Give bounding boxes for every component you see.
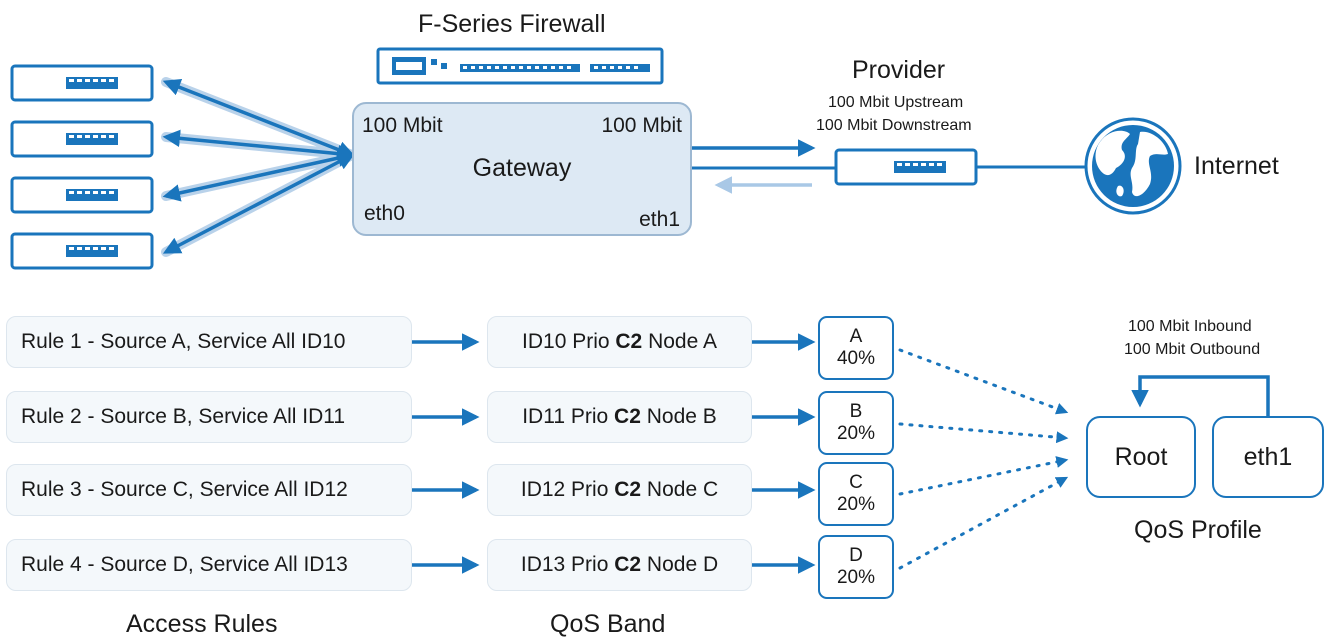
gateway-box: 100 Mbit 100 Mbit Gateway eth0 eth1 [352, 102, 692, 236]
node-share: 40% [836, 348, 876, 369]
qos-band-caption: QoS Band [550, 610, 666, 638]
qos-profile-inbound: 100 Mbit Inbound [1128, 318, 1252, 335]
access-rule-label: Rule 2 - Source B, Service All ID11 [21, 405, 346, 428]
node-to-root-dotted-arrows [898, 348, 1069, 570]
qos-eth1-label: eth1 [1243, 442, 1293, 471]
gateway-left-speed: 100 Mbit [362, 114, 443, 137]
access-rule-1[interactable]: Rule 1 - Source A, Service All ID10 [6, 316, 412, 368]
qos-band-1[interactable]: ID10 Prio C2 Node A [487, 316, 752, 368]
gateway-label: Gateway [472, 154, 572, 182]
qos-root-box[interactable]: Root [1086, 416, 1196, 498]
qos-band-suffix: Node B [640, 405, 717, 428]
gateway-right-speed: 100 Mbit [601, 114, 682, 137]
client-device-1 [10, 64, 154, 102]
band-to-node-arrows [752, 333, 816, 574]
access-rule-label: Rule 1 - Source A, Service All ID10 [21, 330, 346, 353]
qos-band-prefix: ID10 Prio [522, 330, 616, 353]
provider-downstream: 100 Mbit Downstream [816, 117, 972, 134]
node-share: 20% [836, 494, 876, 515]
qos-band-prefix: ID12 Prio [520, 478, 615, 501]
qos-band-priority: C2 [614, 405, 641, 428]
internet-label: Internet [1194, 152, 1279, 180]
provider-upstream: 100 Mbit Upstream [828, 94, 964, 111]
node-letter: D [849, 545, 863, 566]
qos-band-priority: C2 [615, 330, 643, 353]
qos-band-suffix: Node A [642, 330, 717, 353]
eth1-root-connector [1131, 375, 1270, 416]
qos-band-priority: C2 [614, 553, 642, 576]
client-links [161, 77, 357, 257]
qos-eth1-box[interactable]: eth1 [1212, 416, 1324, 498]
qos-band-suffix: Node C [641, 478, 719, 501]
rule-to-band-arrows [412, 333, 480, 574]
qos-band-4[interactable]: ID13 Prio C2 Node D [487, 539, 752, 591]
qos-band-prefix: ID13 Prio [520, 553, 615, 576]
qos-root-label: Root [1114, 442, 1168, 471]
node-d[interactable]: D 20% [818, 535, 894, 599]
access-rule-2[interactable]: Rule 2 - Source B, Service All ID11 [6, 391, 412, 443]
qos-band-3[interactable]: ID12 Prio C2 Node C [487, 464, 752, 516]
node-share: 20% [836, 567, 876, 588]
qos-band-prefix: ID11 Prio [522, 405, 615, 428]
node-a[interactable]: A 40% [818, 316, 894, 380]
firewall-appliance-icon [376, 47, 664, 85]
qos-band-suffix: Node D [641, 553, 719, 576]
node-letter: C [849, 472, 863, 493]
firewall-title: F-Series Firewall [418, 10, 606, 38]
client-device-3 [10, 176, 154, 214]
provider-title: Provider [852, 56, 946, 84]
node-c[interactable]: C 20% [818, 462, 894, 526]
globe-icon [1084, 117, 1182, 215]
access-rule-3[interactable]: Rule 3 - Source C, Service All ID12 [6, 464, 412, 516]
provider-device-icon [834, 148, 978, 186]
node-b[interactable]: B 20% [818, 391, 894, 455]
client-device-4 [10, 232, 154, 270]
node-letter: A [849, 326, 863, 347]
qos-profile-outbound: 100 Mbit Outbound [1124, 341, 1261, 358]
client-device-2 [10, 120, 154, 158]
qos-band-priority: C2 [614, 478, 642, 501]
gateway-eth0-label: eth0 [364, 202, 405, 225]
node-letter: B [849, 401, 863, 422]
access-rule-label: Rule 3 - Source C, Service All ID12 [21, 478, 348, 501]
node-share: 20% [836, 423, 876, 444]
access-rules-caption: Access Rules [126, 610, 278, 638]
qos-profile-caption: QoS Profile [1134, 516, 1262, 544]
qos-band-2[interactable]: ID11 Prio C2 Node B [487, 391, 752, 443]
access-rule-4[interactable]: Rule 4 - Source D, Service All ID13 [6, 539, 412, 591]
access-rule-label: Rule 4 - Source D, Service All ID13 [21, 553, 348, 576]
gateway-eth1-label: eth1 [639, 208, 680, 231]
